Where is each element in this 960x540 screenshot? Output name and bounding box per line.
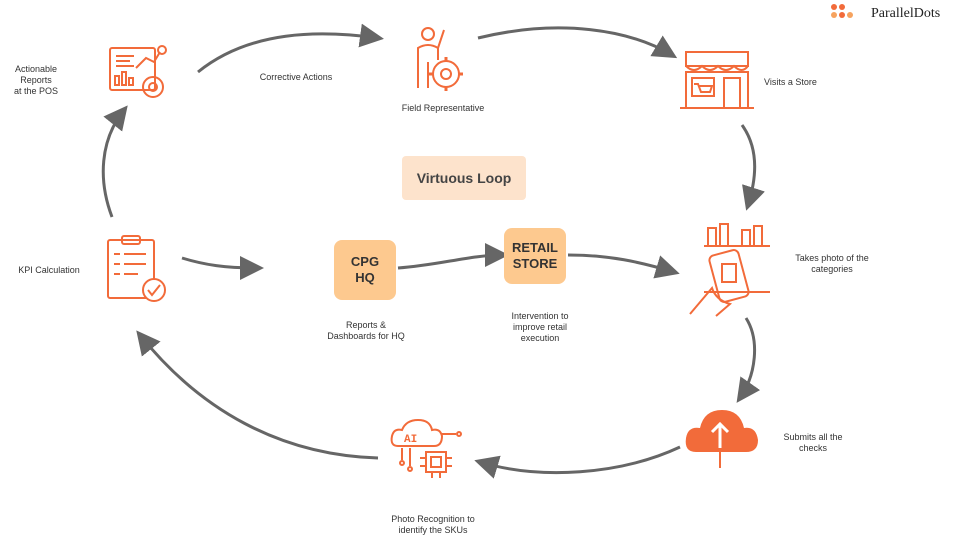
label-photo-recognition: Photo Recognition to identify the SKUs xyxy=(391,514,475,535)
label-actionable-reports: Actionable Reports at the POS xyxy=(13,64,59,96)
arrow-store-to-photo xyxy=(740,124,765,211)
cpg-hq-box: CPG HQ xyxy=(334,240,396,300)
storefront-icon xyxy=(680,51,754,109)
label-corrective-actions: Corrective Actions xyxy=(259,72,333,82)
logo-dot xyxy=(847,12,853,18)
arrow-field-to-store xyxy=(477,26,678,59)
logo-dot xyxy=(839,12,845,18)
logo-dot xyxy=(831,4,837,10)
logo-dot xyxy=(831,12,837,18)
arrow-photo-to-cloud xyxy=(736,317,761,403)
person-gear-icon xyxy=(417,27,463,91)
logo-dot xyxy=(839,4,845,10)
arrow-kpi-to-cpg xyxy=(181,255,264,280)
label-kpi-calculation: KPI Calculation xyxy=(18,265,80,275)
label-visits-store: Visits a Store xyxy=(764,77,817,87)
ai-chip-icon: AI xyxy=(390,418,462,478)
arrow-cloud-to-ai xyxy=(474,445,681,479)
analytics-report-icon xyxy=(109,45,167,98)
arrow-retail-to-photo xyxy=(567,253,680,279)
brand-name: ParallelDots xyxy=(871,6,941,21)
label-field-representative: Field Representative xyxy=(401,103,485,113)
label-reports-dashboards: Reports & Dashboards for HQ xyxy=(327,320,405,341)
arrow-cpg-to-retail xyxy=(397,243,509,270)
arrow-ai-to-kpi xyxy=(136,330,379,460)
arrow-reports-to-field xyxy=(197,23,384,74)
label-intervention: Intervention to improve retail execution xyxy=(511,311,569,343)
brand-logo: ParallelDots xyxy=(831,4,951,24)
label-takes-photo: Takes photo of the categories xyxy=(795,253,869,274)
cloud-upload-icon xyxy=(685,410,758,468)
virtuous-loop-title: Virtuous Loop xyxy=(402,156,526,200)
svg-text:AI: AI xyxy=(404,434,417,446)
clipboard-check-icon xyxy=(107,235,166,302)
label-submits-checks: Submits all the checks xyxy=(783,432,843,453)
phone-camera-shelf-icon xyxy=(689,223,770,317)
arrow-kpi-to-reports xyxy=(101,105,128,218)
retail-store-box: RETAIL STORE xyxy=(504,228,566,284)
